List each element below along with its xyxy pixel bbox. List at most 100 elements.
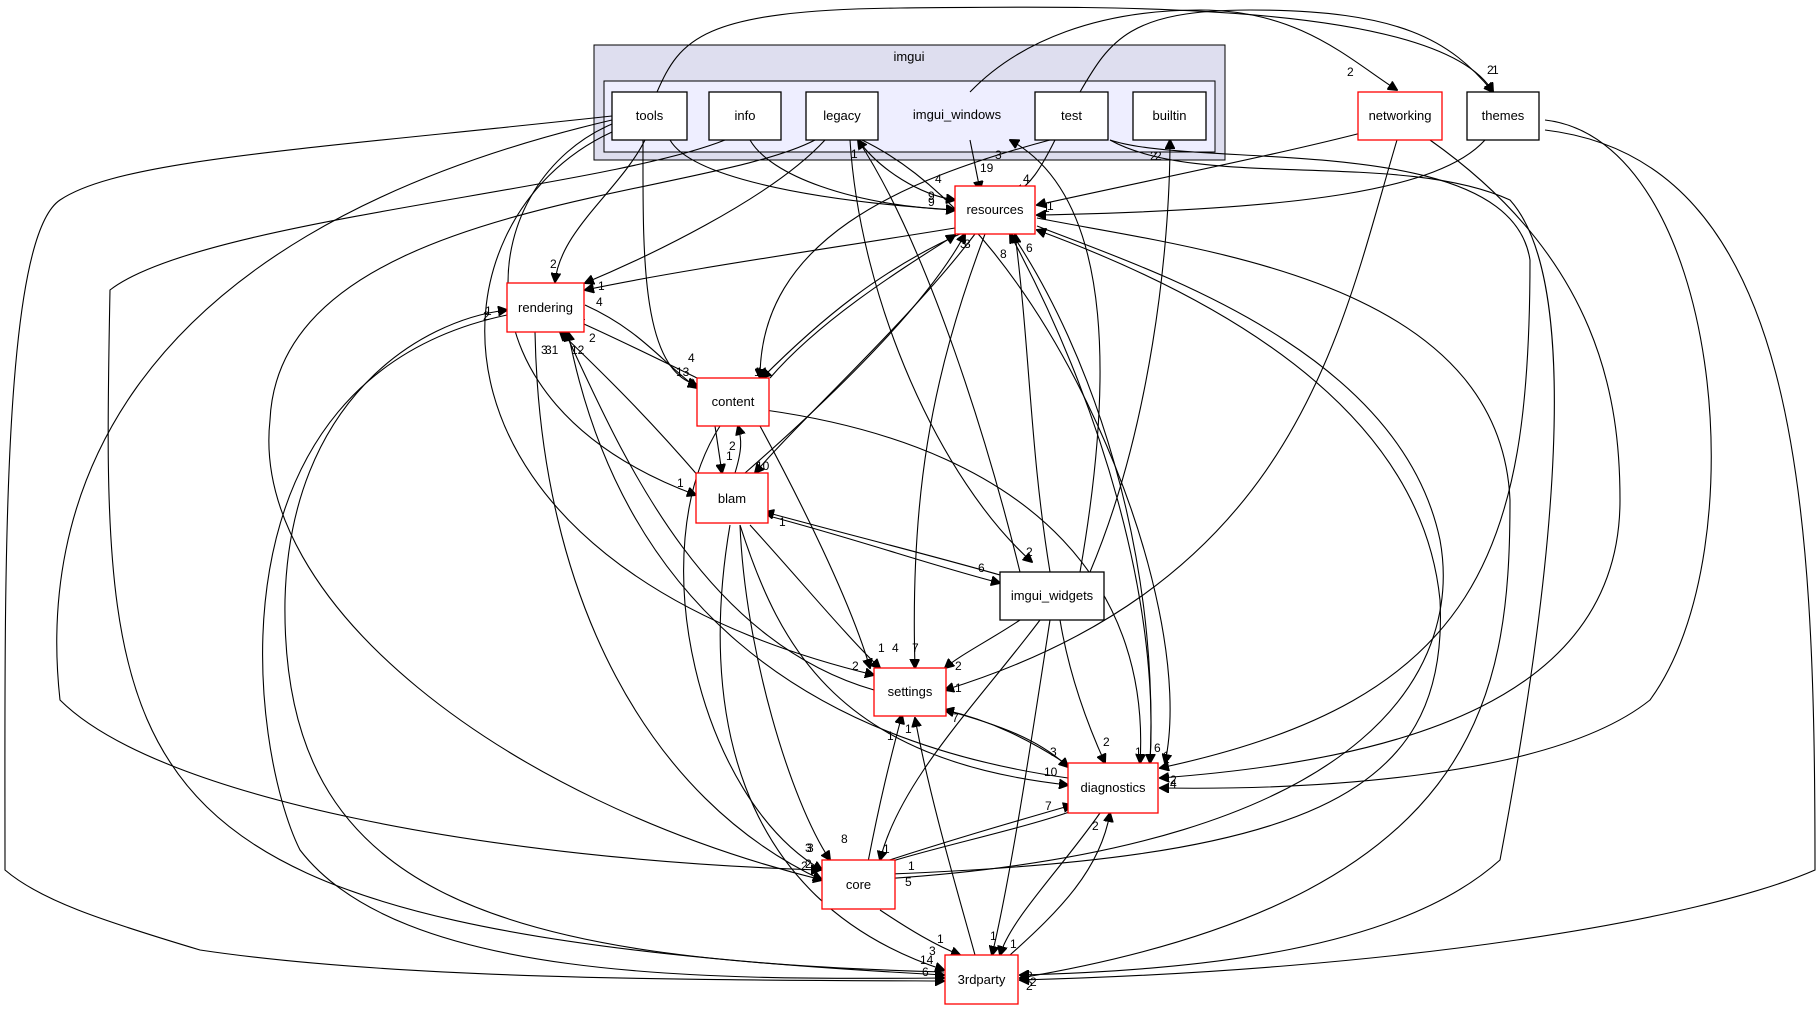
edge-blam-settings xyxy=(749,524,880,668)
edge-blam-content xyxy=(734,426,741,474)
edge-label: 3 xyxy=(805,841,812,855)
edge-label: 3 xyxy=(964,237,971,251)
node-builtin-label: builtin xyxy=(1153,108,1187,123)
node-themes-label: themes xyxy=(1482,108,1525,123)
node-builtin[interactable]: builtin xyxy=(1132,91,1207,141)
edge-tools-content xyxy=(642,139,697,385)
edge-label: 2 xyxy=(1026,979,1033,993)
edge-label: 2 xyxy=(955,659,962,673)
edge-blam-rendering xyxy=(560,332,701,479)
edge-imgui-widgets-settings xyxy=(945,619,1021,668)
edge-label: 7 xyxy=(1045,799,1052,813)
edge-themes-diagnostics xyxy=(1160,119,1712,788)
edge-content-core xyxy=(683,425,822,870)
edge-core-settings xyxy=(867,715,902,863)
edge-label: 2 xyxy=(1030,975,1037,989)
edge-imgui-widgets-builtin xyxy=(1089,140,1170,573)
edge-label: 1 xyxy=(955,681,962,695)
node-networking[interactable]: networking xyxy=(1357,91,1443,141)
edge-rendering-core xyxy=(534,331,822,880)
edge-legacy-diagnostics xyxy=(861,139,1170,763)
edge-blam-diagnostics xyxy=(739,524,1068,785)
edge-content-settings xyxy=(759,425,870,668)
edge-networking-settings xyxy=(945,139,1398,690)
edge-networking-resources xyxy=(1037,127,1381,205)
edge-resources-rendering xyxy=(585,227,956,290)
edge-label: 3 xyxy=(960,237,967,251)
node-resources[interactable]: resources xyxy=(954,185,1036,235)
edge-imgui-widgets-blam xyxy=(765,512,1001,576)
edge-tools-thirdparty xyxy=(4,115,944,981)
edge-label: 1 xyxy=(887,729,894,743)
edge-label: 4 xyxy=(935,172,942,186)
edge-label: 2 xyxy=(1026,969,1033,983)
edge-imgui-widgets-diagnostics xyxy=(1059,619,1105,763)
node-test-label: test xyxy=(1061,108,1082,123)
edge-info-thirdparty xyxy=(107,139,944,975)
edge-label: 1 xyxy=(779,515,786,529)
edge-content-blam xyxy=(714,425,722,473)
edge-label: 1 xyxy=(1163,752,1170,766)
node-content[interactable]: content xyxy=(696,377,770,427)
edge-imgui-windows-resources xyxy=(969,139,980,190)
edge-imgui-widgets-thirdparty xyxy=(992,619,1051,955)
edge-themes-resources xyxy=(1037,139,1486,215)
edge-layer xyxy=(4,6,1816,981)
edge-label: 1 xyxy=(905,722,912,736)
edge-tools-resources xyxy=(669,139,955,210)
edge-label: 8 xyxy=(1000,247,1007,261)
edge-diagnostics-resources xyxy=(1010,234,1152,764)
edge-label: 2 xyxy=(1170,773,1177,787)
edge-label: 3 xyxy=(541,343,548,357)
edge-label: 3 xyxy=(929,944,936,958)
edge-diagnostics-rendering xyxy=(568,332,1069,779)
edge-label: 7 xyxy=(912,641,919,655)
node-rendering[interactable]: rendering xyxy=(506,282,585,333)
edge-test-themes xyxy=(1079,9,1493,92)
edge-label: 6 xyxy=(922,965,929,979)
edge-rendering-content xyxy=(584,304,697,388)
edge-label: 2 xyxy=(1026,545,1033,559)
edge-blam-resources xyxy=(744,234,965,474)
node-networking-label: networking xyxy=(1369,108,1432,123)
node-tools[interactable]: tools xyxy=(611,91,688,141)
edge-label: 2 xyxy=(1347,65,1354,79)
node-legacy[interactable]: legacy xyxy=(805,91,879,141)
cluster-imgui-windows[interactable]: imgui_windows xyxy=(603,80,1216,153)
edge-label: 14 xyxy=(920,953,934,967)
edge-label: 1 xyxy=(851,147,858,161)
node-core-label: core xyxy=(846,877,871,892)
node-themes[interactable]: themes xyxy=(1466,91,1540,141)
edge-label: 12 xyxy=(571,343,585,357)
edge-blam-thirdparty xyxy=(719,524,944,970)
edge-core-diagnostics xyxy=(864,805,1072,869)
edge-label: 7 xyxy=(952,711,959,725)
node-info[interactable]: info xyxy=(708,91,782,141)
node-diagnostics[interactable]: diagnostics xyxy=(1067,762,1159,814)
edge-content-diagnostics xyxy=(764,409,1141,763)
node-core[interactable]: core xyxy=(821,859,896,910)
node-test[interactable]: test xyxy=(1034,91,1109,141)
node-imgui-widgets[interactable]: imgui_widgets xyxy=(999,571,1105,621)
edge-rendering-thirdparty xyxy=(262,314,944,978)
edge-label: 1 xyxy=(754,365,761,379)
node-rendering-label: rendering xyxy=(518,300,573,315)
node-settings[interactable]: settings xyxy=(873,667,947,717)
edge-label: 6 xyxy=(978,561,985,575)
cluster-imgui-windows-label: imgui_windows xyxy=(913,107,1002,122)
edge-label: 2 xyxy=(1155,149,1162,163)
edge-core-thirdparty xyxy=(879,909,960,955)
edge-label: 2 xyxy=(801,859,808,873)
edge-label: 3 xyxy=(995,148,1002,162)
edge-label: 2 xyxy=(589,331,596,345)
edge-legacy-core xyxy=(268,139,822,880)
node-blam[interactable]: blam xyxy=(695,472,769,524)
edge-resources-blam xyxy=(755,233,976,473)
edge-label: 1 xyxy=(908,859,915,873)
node-3rdparty[interactable]: 3rdparty xyxy=(944,954,1019,1005)
edge-blam-core xyxy=(739,524,830,860)
edge-core-resources xyxy=(864,230,1442,876)
cluster-imgui-label: imgui xyxy=(893,49,924,64)
edge-blam-imgui-widgets xyxy=(764,514,1000,583)
edge-label: 1 xyxy=(1047,199,1054,213)
